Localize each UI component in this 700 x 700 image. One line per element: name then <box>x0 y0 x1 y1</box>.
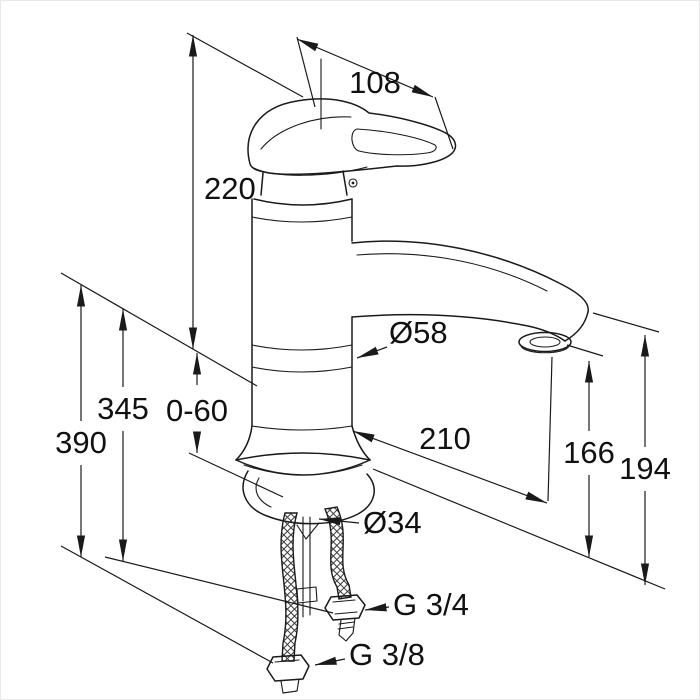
ext-166-top <box>566 344 604 357</box>
supply-hoses <box>280 506 352 662</box>
base <box>235 425 371 476</box>
fitting-g34 <box>324 594 366 642</box>
ext-handle-top <box>186 32 304 98</box>
ext-108-right <box>434 96 454 150</box>
leader-g34 <box>364 603 390 612</box>
dim-label-194: 194 <box>619 451 671 486</box>
dim-label-220: 220 <box>204 171 256 206</box>
mounting-plate <box>242 470 375 540</box>
leader-58 <box>356 346 388 359</box>
faucet-body <box>251 198 353 431</box>
ext-deck-top-left <box>60 272 258 387</box>
faucet-figure <box>235 58 589 694</box>
ext-108-left <box>296 36 316 108</box>
dim-label-g34: G 3/4 <box>393 587 469 622</box>
spout <box>351 240 589 354</box>
ext-hose-g34 <box>104 556 334 614</box>
mounting-stud <box>296 516 318 618</box>
leader-g38 <box>314 656 346 666</box>
dim-label-166: 166 <box>563 435 615 470</box>
handle-loop-hole <box>351 128 437 156</box>
dim-label-108: 108 <box>349 65 401 100</box>
dimension-annotations: 220 108 0-60 345 390 Ø58 210 166 194 Ø34 <box>55 32 671 672</box>
ext-194-top <box>592 312 660 333</box>
leader-34 <box>318 517 360 526</box>
lever-handle <box>247 98 457 188</box>
ext-deck-bottom <box>188 452 284 498</box>
dim-label-34: Ø34 <box>363 505 422 540</box>
dim-label-345: 345 <box>97 391 149 426</box>
dim-label-390: 390 <box>55 425 107 460</box>
dim-label-g38: G 3/8 <box>349 637 425 672</box>
dimline-108 <box>296 38 434 98</box>
ext-210-right <box>547 356 553 502</box>
ext-hose-g38 <box>60 545 274 664</box>
handle-screw-detail <box>348 178 358 188</box>
aerator <box>518 331 572 354</box>
dim-label-210: 210 <box>419 421 471 456</box>
dimline-210 <box>352 430 548 504</box>
dim-label-58: Ø58 <box>389 315 448 350</box>
fitting-g38 <box>266 654 310 694</box>
dim-label-0-60: 0-60 <box>166 393 228 428</box>
cartridge-collar <box>253 170 353 206</box>
